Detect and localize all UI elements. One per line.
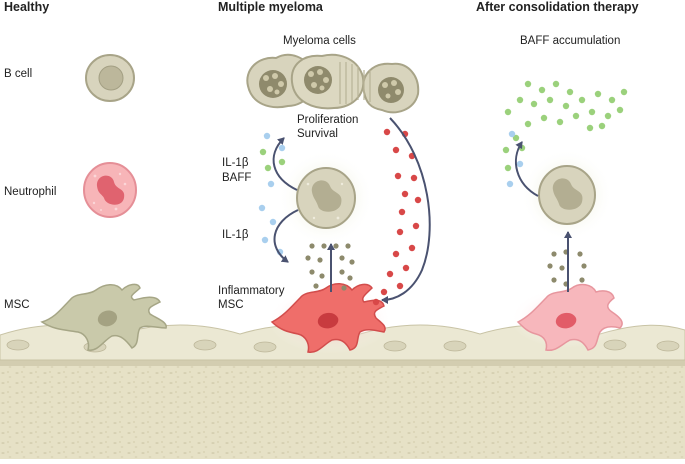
neutrophil-icon <box>83 162 137 218</box>
label-proliferation: Proliferation <box>297 114 358 126</box>
il1b-baff-dots-upper <box>259 132 286 188</box>
arrow-proliferation <box>272 137 298 191</box>
arrow-il1b <box>273 209 299 263</box>
activated-neutrophil-icon <box>296 167 356 229</box>
label-survival: Survival <box>297 128 338 140</box>
myeloma-cells-cluster <box>246 53 420 114</box>
baff-accumulation-dots <box>504 80 628 142</box>
heading-healthy: Healthy <box>4 0 49 14</box>
lining-nucleus <box>603 339 627 351</box>
lining-nucleus <box>193 339 217 351</box>
msc-cell-icon <box>40 283 167 351</box>
lining-nucleus <box>253 341 277 353</box>
label-inflammatory: Inflammatory <box>218 285 285 297</box>
lining-nucleus <box>656 340 680 352</box>
heading-after-therapy: After consolidation therapy <box>476 0 639 14</box>
olive-dots-myeloma <box>305 243 355 291</box>
label-myeloma-cells: Myeloma cells <box>283 35 356 47</box>
label-neutrophil: Neutrophil <box>4 186 56 198</box>
il1b-dots-lower <box>258 204 284 256</box>
label-inflammatory-msc: MSC <box>218 299 244 311</box>
label-il1b-lower: IL-1β <box>222 229 249 241</box>
b-cell-icon <box>85 54 135 102</box>
lining-nucleus <box>383 340 407 352</box>
lining-nucleus <box>443 340 467 352</box>
arrow-after-baff <box>514 141 539 197</box>
arrow-myeloma-to-msc <box>381 117 431 304</box>
bone-edge <box>0 356 685 366</box>
signal-arrows <box>272 117 572 304</box>
label-msc: MSC <box>4 299 30 311</box>
olive-dots-after <box>547 249 587 287</box>
after-neutrophil-icon <box>538 165 596 225</box>
myeloma-dots <box>372 128 422 306</box>
label-baff: BAFF <box>222 172 251 184</box>
label-il1b-upper: IL-1β <box>222 157 249 169</box>
after-msc-icon <box>516 283 623 352</box>
heading-myeloma: Multiple myeloma <box>218 0 324 14</box>
label-b-cell: B cell <box>4 68 32 80</box>
lining-nucleus <box>6 339 30 351</box>
inflammatory-msc-icon <box>270 283 386 353</box>
label-baff-accumulation: BAFF accumulation <box>520 35 620 47</box>
marrow-texture <box>0 360 685 459</box>
